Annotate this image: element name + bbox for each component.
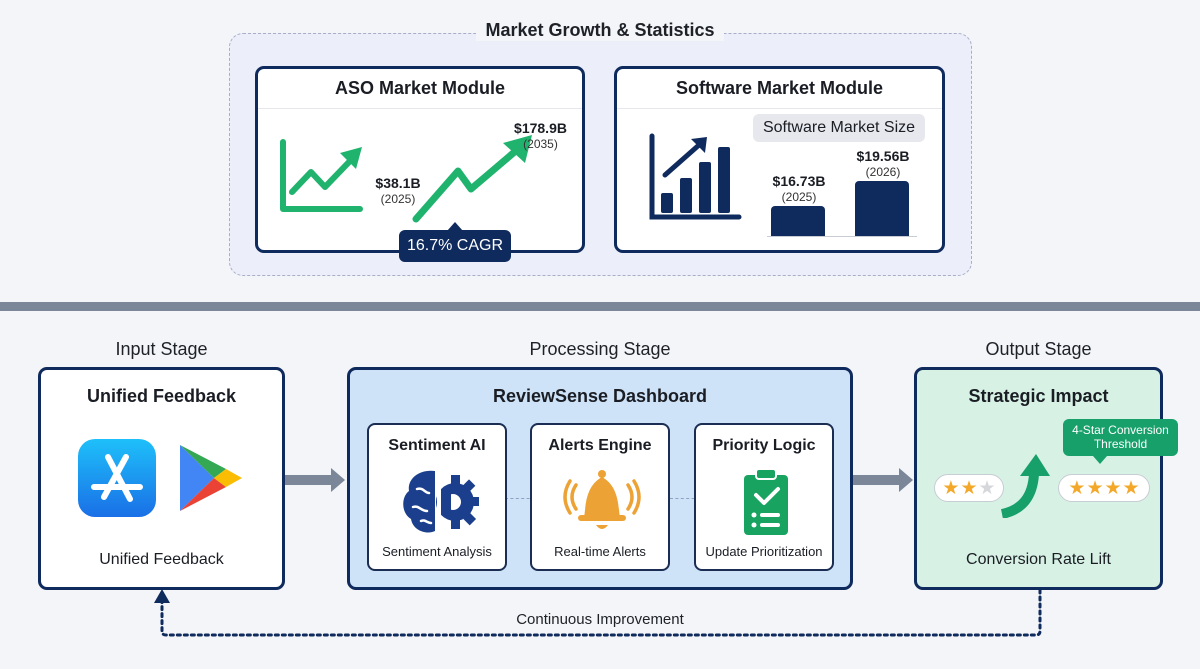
bell-icon bbox=[563, 470, 641, 529]
star-icon: ★ bbox=[978, 477, 996, 499]
app-store-icon bbox=[78, 439, 156, 517]
priority-logic-title: Priority Logic bbox=[712, 437, 816, 454]
bar-chart-icon bbox=[649, 133, 742, 220]
star-icon: ★ bbox=[960, 477, 978, 499]
section-divider bbox=[0, 302, 1200, 311]
processing-box-title: ReviewSense Dashboard bbox=[492, 386, 708, 406]
aso-market-module: ASO Market Module $38.1B (2025) $178.9B … bbox=[255, 66, 585, 253]
flow-arrow-processing-to-output bbox=[853, 468, 913, 492]
software-bar-2025 bbox=[771, 206, 825, 236]
software-module-title: Software Market Module bbox=[617, 69, 942, 109]
star-icon: ★ bbox=[1122, 477, 1140, 499]
google-play-icon bbox=[180, 445, 242, 511]
continuous-improvement-label: Continuous Improvement bbox=[516, 611, 684, 628]
alerts-engine-caption: Real-time Alerts bbox=[554, 544, 646, 559]
aso-end-value: $178.9B (2035) bbox=[514, 120, 567, 151]
alerts-engine-module: Alerts Engine Real-time Alerts bbox=[530, 423, 670, 571]
star-icon: ★ bbox=[1086, 477, 1104, 499]
sentiment-ai-caption: Sentiment Analysis bbox=[382, 544, 492, 559]
priority-logic-module: Priority Logic Update Prioritization bbox=[694, 423, 834, 571]
aso-start-value: $38.1B (2025) bbox=[375, 175, 421, 206]
alerts-engine-title: Alerts Engine bbox=[548, 437, 652, 454]
star-icon: ★ bbox=[1068, 477, 1086, 499]
software-bar-label-2026: $19.56B (2026) bbox=[856, 148, 910, 179]
star-icon: ★ bbox=[1104, 477, 1122, 499]
line-chart-icon bbox=[280, 139, 363, 212]
processing-stage-label: Processing Stage bbox=[529, 339, 671, 359]
before-star-rating: ★★★ bbox=[934, 474, 1004, 502]
loop-arrowhead-icon bbox=[154, 589, 170, 603]
sentiment-ai-module: Sentiment AI Sentiment Analysis bbox=[367, 423, 507, 571]
aso-growth-arrow bbox=[412, 135, 532, 223]
connector-dashed-2 bbox=[670, 498, 700, 499]
input-stage-label: Input Stage bbox=[115, 339, 208, 359]
software-bar-label-2025: $16.73B (2025) bbox=[772, 173, 826, 204]
aso-module-title: ASO Market Module bbox=[258, 69, 582, 109]
input-box-title: Unified Feedback bbox=[86, 386, 237, 406]
clipboard-check-icon bbox=[744, 468, 788, 535]
input-box-caption: Unified Feedback bbox=[99, 551, 224, 568]
output-box-caption: Conversion Rate Lift bbox=[966, 551, 1111, 568]
software-market-size-label: Software Market Size bbox=[753, 114, 925, 142]
sentiment-ai-title: Sentiment AI bbox=[388, 437, 486, 454]
cagr-badge: 16.7% CAGR bbox=[399, 222, 511, 262]
software-bar-2026 bbox=[855, 181, 909, 236]
priority-logic-caption: Update Prioritization bbox=[705, 544, 823, 559]
star-icon: ★ bbox=[942, 477, 960, 499]
software-baseline bbox=[767, 236, 917, 237]
connector-dashed-1 bbox=[505, 498, 535, 499]
flow-arrow-input-to-processing bbox=[285, 468, 345, 492]
conversion-threshold-callout: 4-Star Conversion Threshold bbox=[1063, 419, 1178, 464]
growth-curve-arrow-icon bbox=[1000, 454, 1050, 518]
output-stage-label: Output Stage bbox=[985, 339, 1092, 359]
after-star-rating: ★★★★ bbox=[1058, 474, 1150, 502]
continuous-improvement-loop bbox=[154, 588, 1042, 637]
output-box-title: Strategic Impact bbox=[968, 386, 1109, 406]
input-stage-box: Unified Feedback Unified Feedback bbox=[38, 367, 285, 590]
brain-gear-icon bbox=[403, 470, 479, 533]
market-growth-title: Market Growth & Statistics bbox=[476, 20, 724, 41]
software-market-module: Software Market Module $16.73B (2025) $1… bbox=[614, 66, 945, 253]
